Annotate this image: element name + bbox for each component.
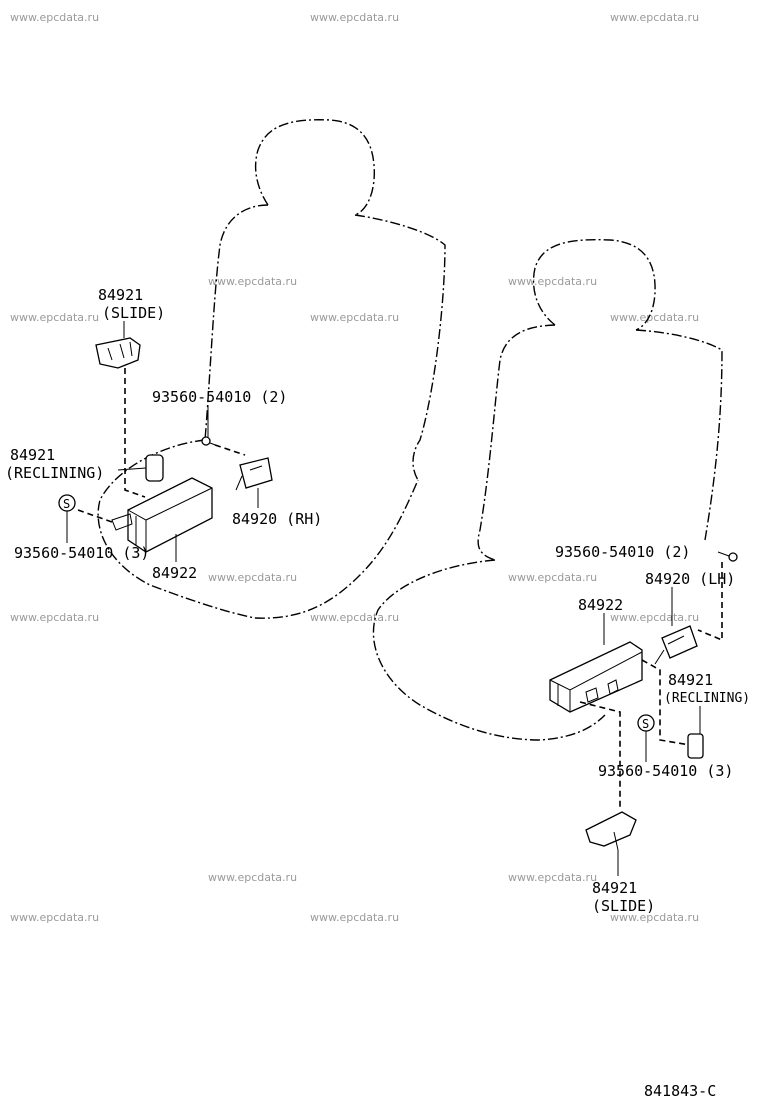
left-cushion <box>97 439 419 619</box>
right-switch-base <box>549 641 643 713</box>
left-switch-rh <box>235 457 273 491</box>
label-left-reclining-name: (RECLINING) <box>5 464 104 482</box>
label-left-switch-rh: 84920 (RH) <box>232 510 322 528</box>
watermark: www.epcdata.ru <box>208 571 297 584</box>
right-switch-guide <box>697 562 723 642</box>
left-slide-guide <box>124 368 146 498</box>
label-left-bolt-bottom: 93560-54010 (3) <box>14 544 149 562</box>
left-screw-top <box>201 436 219 447</box>
watermark: www.epcdata.ru <box>508 571 597 584</box>
watermark: www.epcdata.ru <box>310 911 399 924</box>
s-mark: S <box>642 717 649 731</box>
watermark: www.epcdata.ru <box>208 275 297 288</box>
right-switch-lh <box>654 625 698 665</box>
watermark: www.epcdata.ru <box>10 911 99 924</box>
right-reclining-knob <box>687 733 704 759</box>
label-left-bolt-top: 93560-54010 (2) <box>152 388 287 406</box>
label-left-slide-name: (SLIDE) <box>102 304 165 322</box>
label-left-slide-num: 84921 <box>98 286 143 304</box>
right-headrest <box>532 238 656 331</box>
watermark: www.epcdata.ru <box>508 871 597 884</box>
label-right-reclining-num: 84921 <box>668 671 713 689</box>
right-s-washer: S <box>637 714 655 732</box>
right-seat-outline <box>372 238 723 741</box>
watermark: www.epcdata.ru <box>310 11 399 24</box>
label-right-base: 84922 <box>578 596 623 614</box>
left-switch-guide <box>214 444 246 456</box>
watermark: www.epcdata.ru <box>610 911 699 924</box>
watermark: www.epcdata.ru <box>208 871 297 884</box>
right-cushion <box>372 559 606 741</box>
left-assembly: S <box>58 321 273 562</box>
right-slide-knob <box>585 811 637 851</box>
watermark: www.epcdata.ru <box>610 11 699 24</box>
label-right-switch-lh: 84920 (LH) <box>645 570 735 588</box>
right-base-guide <box>641 659 691 746</box>
watermark: www.epcdata.ru <box>10 311 99 324</box>
left-headrest <box>254 119 375 216</box>
right-slide-guide <box>579 701 621 808</box>
watermark: www.epcdata.ru <box>610 311 699 324</box>
watermark: www.epcdata.ru <box>310 611 399 624</box>
label-right-slide-name: (SLIDE) <box>592 897 655 915</box>
right-seatback <box>477 324 723 561</box>
right-assembly: S <box>549 551 738 876</box>
watermark: www.epcdata.ru <box>508 275 597 288</box>
label-right-bolt-top: 93560-54010 (2) <box>555 543 690 561</box>
left-seat-outline <box>97 119 446 619</box>
watermark: www.epcdata.ru <box>310 311 399 324</box>
diagram-code: 841843-C <box>644 1082 716 1100</box>
watermarks: www.epcdata.ru www.epcdata.ru www.epcdat… <box>10 11 699 924</box>
left-slide-knob <box>95 337 141 369</box>
leader <box>117 467 147 471</box>
left-switch-base <box>111 477 213 553</box>
watermark: www.epcdata.ru <box>10 11 99 24</box>
left-seatback <box>204 204 446 481</box>
left-base-guide <box>77 509 113 523</box>
part-labels: 84921 (SLIDE) 93560-54010 (2) 84921 (REC… <box>5 286 750 1100</box>
label-right-bolt-bottom: 93560-54010 (3) <box>598 762 733 780</box>
label-right-reclining-name: (RECLINING) <box>664 691 750 706</box>
label-left-base: 84922 <box>152 564 197 582</box>
watermark: www.epcdata.ru <box>10 611 99 624</box>
left-s-washer: S <box>58 494 76 512</box>
left-reclining-knob <box>145 454 164 482</box>
label-left-reclining-num: 84921 <box>10 446 55 464</box>
s-mark: S <box>63 497 70 511</box>
right-screw-top <box>717 551 738 562</box>
watermark: www.epcdata.ru <box>610 611 699 624</box>
label-right-slide-num: 84921 <box>592 879 637 897</box>
